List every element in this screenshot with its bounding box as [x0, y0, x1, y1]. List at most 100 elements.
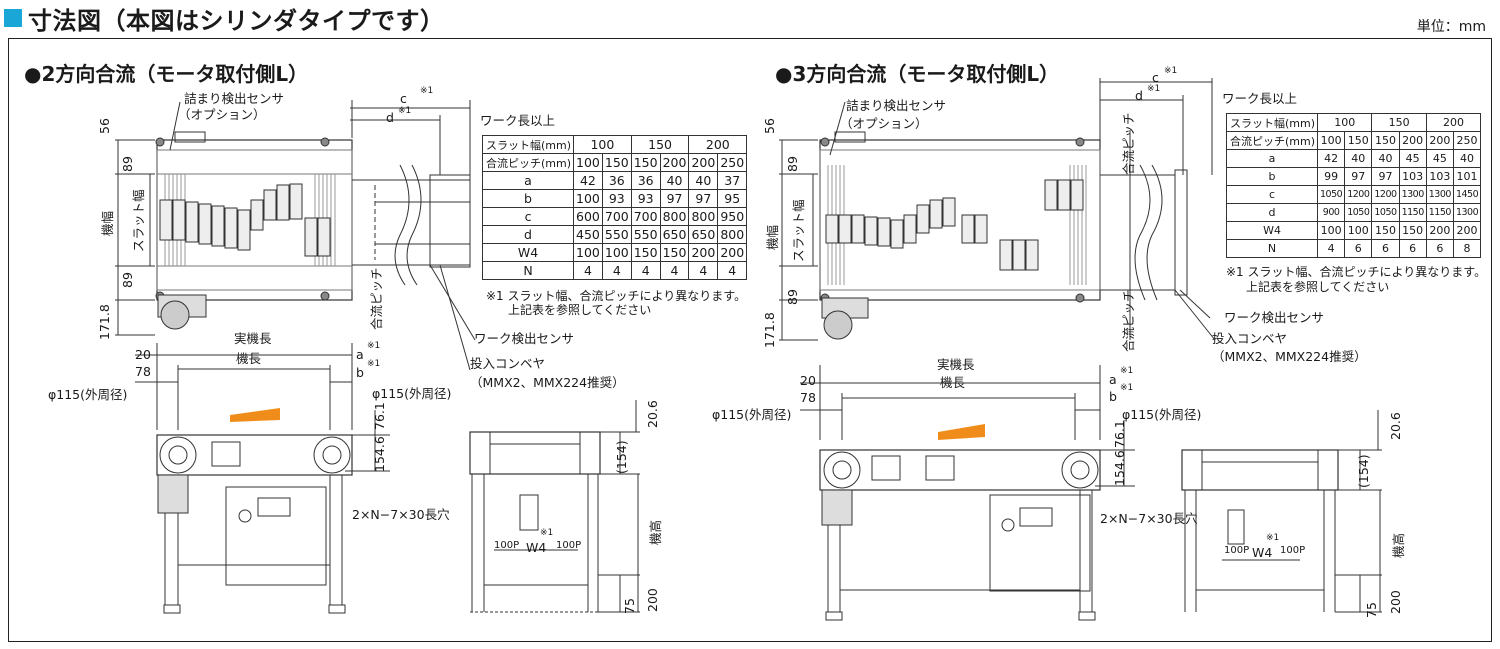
- table-cell: 100: [601, 243, 632, 262]
- pitch-100p-left-3way: 100P: [1224, 545, 1250, 556]
- table-header-cell: b: [1225, 167, 1319, 186]
- pitch-100p-left: 100P: [494, 540, 520, 551]
- table-cell: 150: [1371, 113, 1427, 132]
- table-header-cell: N: [1225, 239, 1319, 258]
- table-cell: 800: [659, 207, 690, 226]
- table-cell: 6: [1371, 239, 1400, 258]
- w4-label-3way: W4: [1252, 545, 1273, 560]
- dim-200: 200: [645, 588, 660, 612]
- table-header-cell: d: [1225, 203, 1319, 222]
- table-row-slat-width: スラット幅(mm) 100 150 200: [1225, 113, 1482, 132]
- table-note-1-3way: ※1 スラット幅、合流ピッチにより異なります。: [1226, 265, 1487, 279]
- table-cell: 40: [1344, 149, 1373, 168]
- table-cell: 150: [630, 135, 690, 154]
- table-cell: 200: [717, 243, 748, 262]
- slat-width-label: スラット幅: [131, 189, 146, 252]
- table-cell: 45: [1425, 149, 1454, 168]
- table-cell: 1300: [1452, 203, 1482, 222]
- input-conveyor-note: （MMX2、MMX224推奨）: [470, 375, 625, 390]
- table-cell: 150: [1398, 221, 1427, 240]
- table-cell: 200: [688, 243, 719, 262]
- dim-89-bottom-3way: 89: [785, 289, 800, 305]
- table-cell: 1050: [1317, 185, 1346, 204]
- dim-89-top-3way: 89: [785, 156, 800, 172]
- dim-a-star-3way: ※1: [1120, 366, 1134, 376]
- dim-c: c: [400, 91, 407, 106]
- table-row-b: b 99 97 97 103 103 101: [1225, 167, 1482, 186]
- table-cell: 150: [1371, 131, 1400, 150]
- table-cell: 4: [573, 261, 603, 280]
- table-note-1: ※1 スラット幅、合流ピッチにより異なります。: [486, 289, 747, 303]
- input-conveyor-label: 投入コンベヤ: [470, 356, 546, 371]
- dim-75-3way: 75: [1364, 602, 1379, 618]
- table-header-cell: W4: [481, 243, 575, 262]
- spec-table-2way: スラット幅(mm) 100 150 200 合流ピッチ(mm) 100 150 …: [481, 135, 748, 280]
- table-cell: 800: [717, 225, 748, 244]
- table-cell: 100: [573, 243, 603, 262]
- table-cell: 4: [601, 261, 632, 280]
- w4-star-3way: ※1: [1266, 533, 1280, 543]
- table-row-c: c 600 700 700 800 800 950: [481, 207, 748, 226]
- table-row-c: c 1050 1200 1200 1300 1300 1450: [1225, 185, 1482, 204]
- phi-left-label: φ115(外周径): [48, 387, 128, 402]
- table-cell: 103: [1398, 167, 1427, 186]
- dim-76-1: 76.1: [372, 402, 387, 430]
- table-cell: 700: [601, 207, 632, 226]
- table-header-cell: a: [1225, 149, 1319, 168]
- table-cell: 1050: [1344, 203, 1373, 222]
- table-cell: 97: [659, 189, 690, 208]
- table-cell: 4: [717, 261, 748, 280]
- dim-171-8: 171.8: [97, 304, 112, 340]
- table-cell: 101: [1452, 167, 1482, 186]
- plan-view-3way: [779, 78, 1216, 341]
- table-cell: 100: [573, 153, 603, 172]
- dim-154-6: 154.6: [372, 436, 387, 472]
- table-header-cell: d: [481, 225, 575, 244]
- table-cell: 99: [1317, 167, 1346, 186]
- table-header-cell: 合流ピッチ(mm): [1225, 131, 1319, 150]
- dim-171-8-3way: 171.8: [762, 312, 777, 348]
- table-cell: 200: [1452, 221, 1482, 240]
- table-cell: 250: [717, 153, 748, 172]
- title-marker-icon: [4, 9, 22, 27]
- table-cell: 150: [659, 243, 690, 262]
- page-header: 寸法図（本図はシリンダタイプです）: [0, 0, 445, 36]
- table-note-2-3way: 上記表を参照してください: [1246, 280, 1390, 294]
- table-cell: 1200: [1344, 185, 1373, 204]
- table-row-d: d 450 550 550 650 650 800: [481, 225, 748, 244]
- table-cell: 8: [1452, 239, 1482, 258]
- table-cell: 97: [1371, 167, 1400, 186]
- dim-d: d: [386, 110, 394, 125]
- section-title-2way: ●2方向合流（モータ取付側L）: [24, 62, 309, 86]
- table-cell: 97: [688, 189, 719, 208]
- table-cell: 700: [630, 207, 661, 226]
- pitch-100p-right-3way: 100P: [1280, 545, 1306, 556]
- table-cell: 200: [688, 153, 719, 172]
- table-cell: 40: [659, 171, 690, 190]
- table-cell: 650: [659, 225, 690, 244]
- dim-20: 20: [135, 347, 151, 362]
- table-cell: 150: [1371, 221, 1400, 240]
- slat-width-label-3way: スラット幅: [791, 199, 806, 262]
- dim-154-paren-3way: (154): [1356, 454, 1371, 488]
- merge-pitch-label-3way-bottom: 合流ピッチ: [1121, 289, 1136, 352]
- table-row-w4: W4 100 100 150 150 200 200: [481, 243, 748, 262]
- table-header-cell: W4: [1225, 221, 1319, 240]
- table-cell: 200: [1398, 131, 1427, 150]
- table-row-d: d 900 1050 1050 1150 1150 1300: [1225, 203, 1482, 222]
- dim-56: 56: [97, 118, 112, 134]
- table-row-b: b 100 93 93 97 97 95: [481, 189, 748, 208]
- dim-c-star-3way: ※1: [1164, 66, 1178, 76]
- dim-78-3way: 78: [800, 390, 816, 405]
- phi-right-label: φ115(外周径): [372, 386, 452, 401]
- dim-c-3way: c: [1152, 70, 1159, 85]
- machine-length-label-3way: 機長: [940, 375, 966, 390]
- machine-height-label: 機高: [648, 519, 663, 545]
- table-cell: 200: [1425, 113, 1482, 132]
- table-cell: 550: [601, 225, 632, 244]
- table-cell: 45: [1398, 149, 1427, 168]
- table-cell: 200: [1425, 221, 1454, 240]
- table-cell: 42: [1317, 149, 1346, 168]
- phi-left-label-3way: φ115(外周径): [712, 407, 792, 422]
- table-cell: 37: [717, 171, 748, 190]
